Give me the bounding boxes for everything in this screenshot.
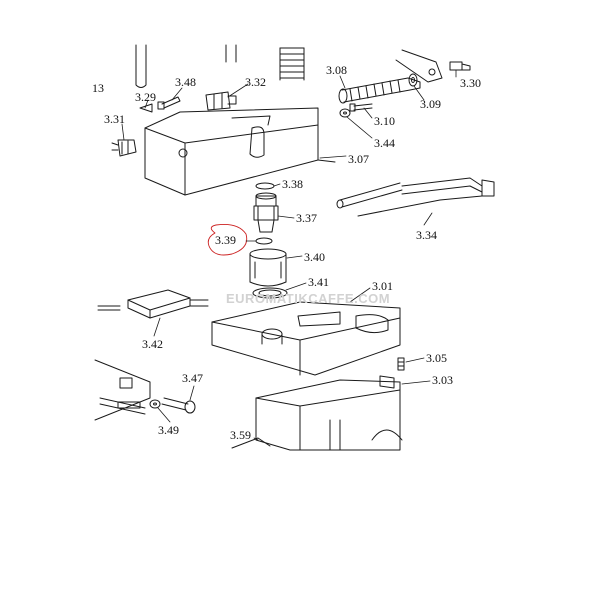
fitting-3-32 bbox=[205, 91, 237, 111]
probe-3-34 bbox=[336, 177, 495, 217]
screw-3-10 bbox=[349, 103, 373, 112]
part-3-59 bbox=[231, 437, 271, 449]
label-3-49: 3.49 bbox=[158, 423, 179, 437]
screw-3-48 bbox=[157, 96, 181, 110]
label-13: 13 bbox=[92, 81, 104, 95]
lower-block-3-03 bbox=[255, 375, 403, 451]
label-3-44: 3.44 bbox=[374, 136, 395, 150]
label-3-01: 3.01 bbox=[372, 279, 393, 293]
oring-3-38 bbox=[255, 182, 275, 190]
label-3-10: 3.10 bbox=[374, 114, 395, 128]
label-3-05: 3.05 bbox=[426, 351, 447, 365]
valve-3-37 bbox=[253, 192, 279, 233]
label-3-34: 3.34 bbox=[416, 228, 437, 242]
label-3-07: 3.07 bbox=[348, 152, 369, 166]
label-3-09: 3.09 bbox=[420, 97, 441, 111]
pin-3-05 bbox=[397, 357, 405, 371]
washer-3-09 bbox=[408, 73, 418, 87]
watermark: EUROMATIKCAFFE.COM bbox=[226, 291, 391, 306]
lever bbox=[395, 49, 443, 83]
label-3-32: 3.32 bbox=[245, 75, 266, 89]
cylinder-3-40 bbox=[249, 248, 287, 287]
label-3-30: 3.30 bbox=[460, 76, 481, 90]
label-3-42: 3.42 bbox=[142, 337, 163, 351]
leader-lines bbox=[121, 69, 457, 441]
washer-3-49 bbox=[149, 399, 161, 409]
main-block-3-01 bbox=[211, 301, 401, 376]
screw-3-30 bbox=[449, 61, 471, 71]
label-3-29: 3.29 bbox=[135, 90, 156, 104]
label-3-59: 3.59 bbox=[230, 428, 251, 442]
fitting-3-31 bbox=[111, 139, 137, 157]
label-3-38: 3.38 bbox=[282, 177, 303, 191]
bracket-3-42 bbox=[97, 289, 209, 319]
label-3-47: 3.47 bbox=[182, 371, 203, 385]
label-3-31: 3.31 bbox=[104, 112, 125, 126]
screw-3-47 bbox=[161, 397, 196, 414]
piston-spring-3-08 bbox=[338, 77, 421, 104]
label-3-41: 3.41 bbox=[308, 275, 329, 289]
label-3-39: 3.39 bbox=[215, 233, 236, 247]
label-3-37: 3.37 bbox=[296, 211, 317, 225]
top-spring bbox=[279, 47, 305, 81]
left-plate bbox=[94, 359, 151, 421]
label-3-48: 3.48 bbox=[175, 75, 196, 89]
washer-3-44 bbox=[339, 108, 351, 118]
upper-block-3-07 bbox=[144, 107, 336, 196]
label-3-08: 3.08 bbox=[326, 63, 347, 77]
washer-3-41 bbox=[252, 287, 288, 299]
label-3-40: 3.40 bbox=[304, 250, 325, 264]
top-rods bbox=[135, 44, 237, 88]
label-3-03: 3.03 bbox=[432, 373, 453, 387]
